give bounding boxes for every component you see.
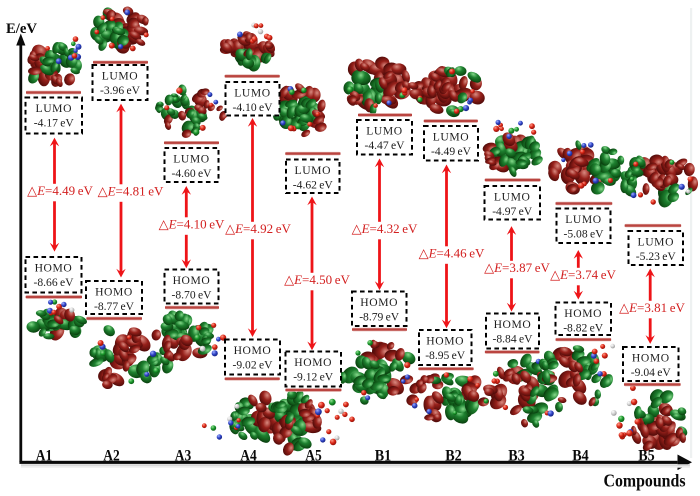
svg-text:-5.08 eV: -5.08 eV: [564, 228, 605, 241]
svg-text:LUMO: LUMO: [234, 87, 271, 100]
svg-text:HOMO: HOMO: [35, 262, 73, 275]
svg-text:-4.10 eV: -4.10 eV: [233, 101, 274, 114]
svg-text:-5.23 eV: -5.23 eV: [636, 250, 677, 263]
svg-text:△E=4.10 eV: △E=4.10 eV: [159, 217, 225, 232]
svg-text:A3: A3: [175, 447, 192, 464]
svg-text:LUMO: LUMO: [295, 164, 332, 177]
svg-text:HOMO: HOMO: [494, 318, 532, 331]
svg-text:LUMO: LUMO: [565, 213, 602, 226]
svg-text:-8.84 eV: -8.84 eV: [493, 333, 534, 346]
svg-text:LUMO: LUMO: [638, 236, 675, 249]
svg-text:△E=4.50 eV: △E=4.50 eV: [284, 272, 350, 287]
svg-text:-8.82 eV: -8.82 eV: [563, 322, 604, 335]
svg-text:B1: B1: [375, 447, 392, 464]
svg-text:HOMO: HOMO: [426, 335, 464, 348]
svg-text:B4: B4: [572, 447, 589, 464]
svg-text:LUMO: LUMO: [366, 125, 403, 138]
svg-text:△E=3.81 eV: △E=3.81 eV: [619, 300, 685, 315]
svg-text:HOMO: HOMO: [95, 286, 133, 299]
svg-text:A2: A2: [103, 447, 120, 464]
svg-text:B2: B2: [445, 447, 462, 464]
svg-text:LUMO: LUMO: [173, 153, 210, 166]
svg-text:LUMO: LUMO: [36, 102, 73, 115]
svg-text:-8.70 eV: -8.70 eV: [172, 289, 213, 302]
svg-text:-4.49 eV: -4.49 eV: [431, 145, 472, 158]
svg-text:A4: A4: [240, 447, 257, 464]
svg-text:-4.97 eV: -4.97 eV: [492, 205, 533, 218]
svg-text:△E=4.32 eV: △E=4.32 eV: [352, 221, 418, 236]
svg-text:A1: A1: [36, 447, 53, 464]
svg-text:B3: B3: [508, 447, 525, 464]
svg-text:-4.47 eV: -4.47 eV: [365, 139, 406, 152]
svg-text:HOMO: HOMO: [632, 352, 670, 365]
svg-text:A5: A5: [305, 447, 322, 464]
svg-text:-9.04 eV: -9.04 eV: [631, 366, 672, 379]
svg-text:HOMO: HOMO: [294, 356, 332, 369]
svg-text:△E=4.81 eV: △E=4.81 eV: [98, 184, 164, 199]
svg-text:B5: B5: [638, 447, 655, 464]
svg-text:HOMO: HOMO: [173, 274, 211, 287]
svg-text:LUMO: LUMO: [494, 191, 531, 204]
svg-text:△E=4.92 eV: △E=4.92 eV: [225, 221, 291, 236]
svg-text:-4.62 eV: -4.62 eV: [293, 179, 334, 192]
svg-text:-9.12 eV: -9.12 eV: [293, 371, 334, 384]
svg-text:-4.60 eV: -4.60 eV: [172, 167, 213, 180]
svg-text:△E=4.49 eV: △E=4.49 eV: [27, 183, 93, 198]
svg-text:-9.02 eV: -9.02 eV: [233, 359, 274, 372]
svg-text:Compounds: Compounds: [604, 471, 686, 491]
svg-text:HOMO: HOMO: [360, 296, 398, 309]
svg-text:LUMO: LUMO: [433, 131, 470, 144]
svg-text:HOMO: HOMO: [564, 307, 602, 320]
svg-text:-8.66 eV: -8.66 eV: [34, 276, 75, 289]
svg-text:E/eV: E/eV: [6, 21, 37, 37]
svg-text:-8.77 eV: -8.77 eV: [94, 300, 135, 313]
svg-text:△E=3.74 eV: △E=3.74 eV: [550, 267, 616, 282]
svg-text:-3.96 eV: -3.96 eV: [100, 84, 141, 97]
svg-text:△E=3.87 eV: △E=3.87 eV: [484, 260, 550, 275]
svg-text:△E=4.46 eV: △E=4.46 eV: [419, 246, 485, 261]
svg-text:LUMO: LUMO: [102, 70, 139, 83]
svg-text:HOMO: HOMO: [234, 344, 272, 357]
svg-text:-8.79 eV: -8.79 eV: [359, 311, 400, 324]
svg-text:-8.95 eV: -8.95 eV: [425, 349, 466, 362]
svg-text:-4.17 eV: -4.17 eV: [34, 117, 75, 130]
